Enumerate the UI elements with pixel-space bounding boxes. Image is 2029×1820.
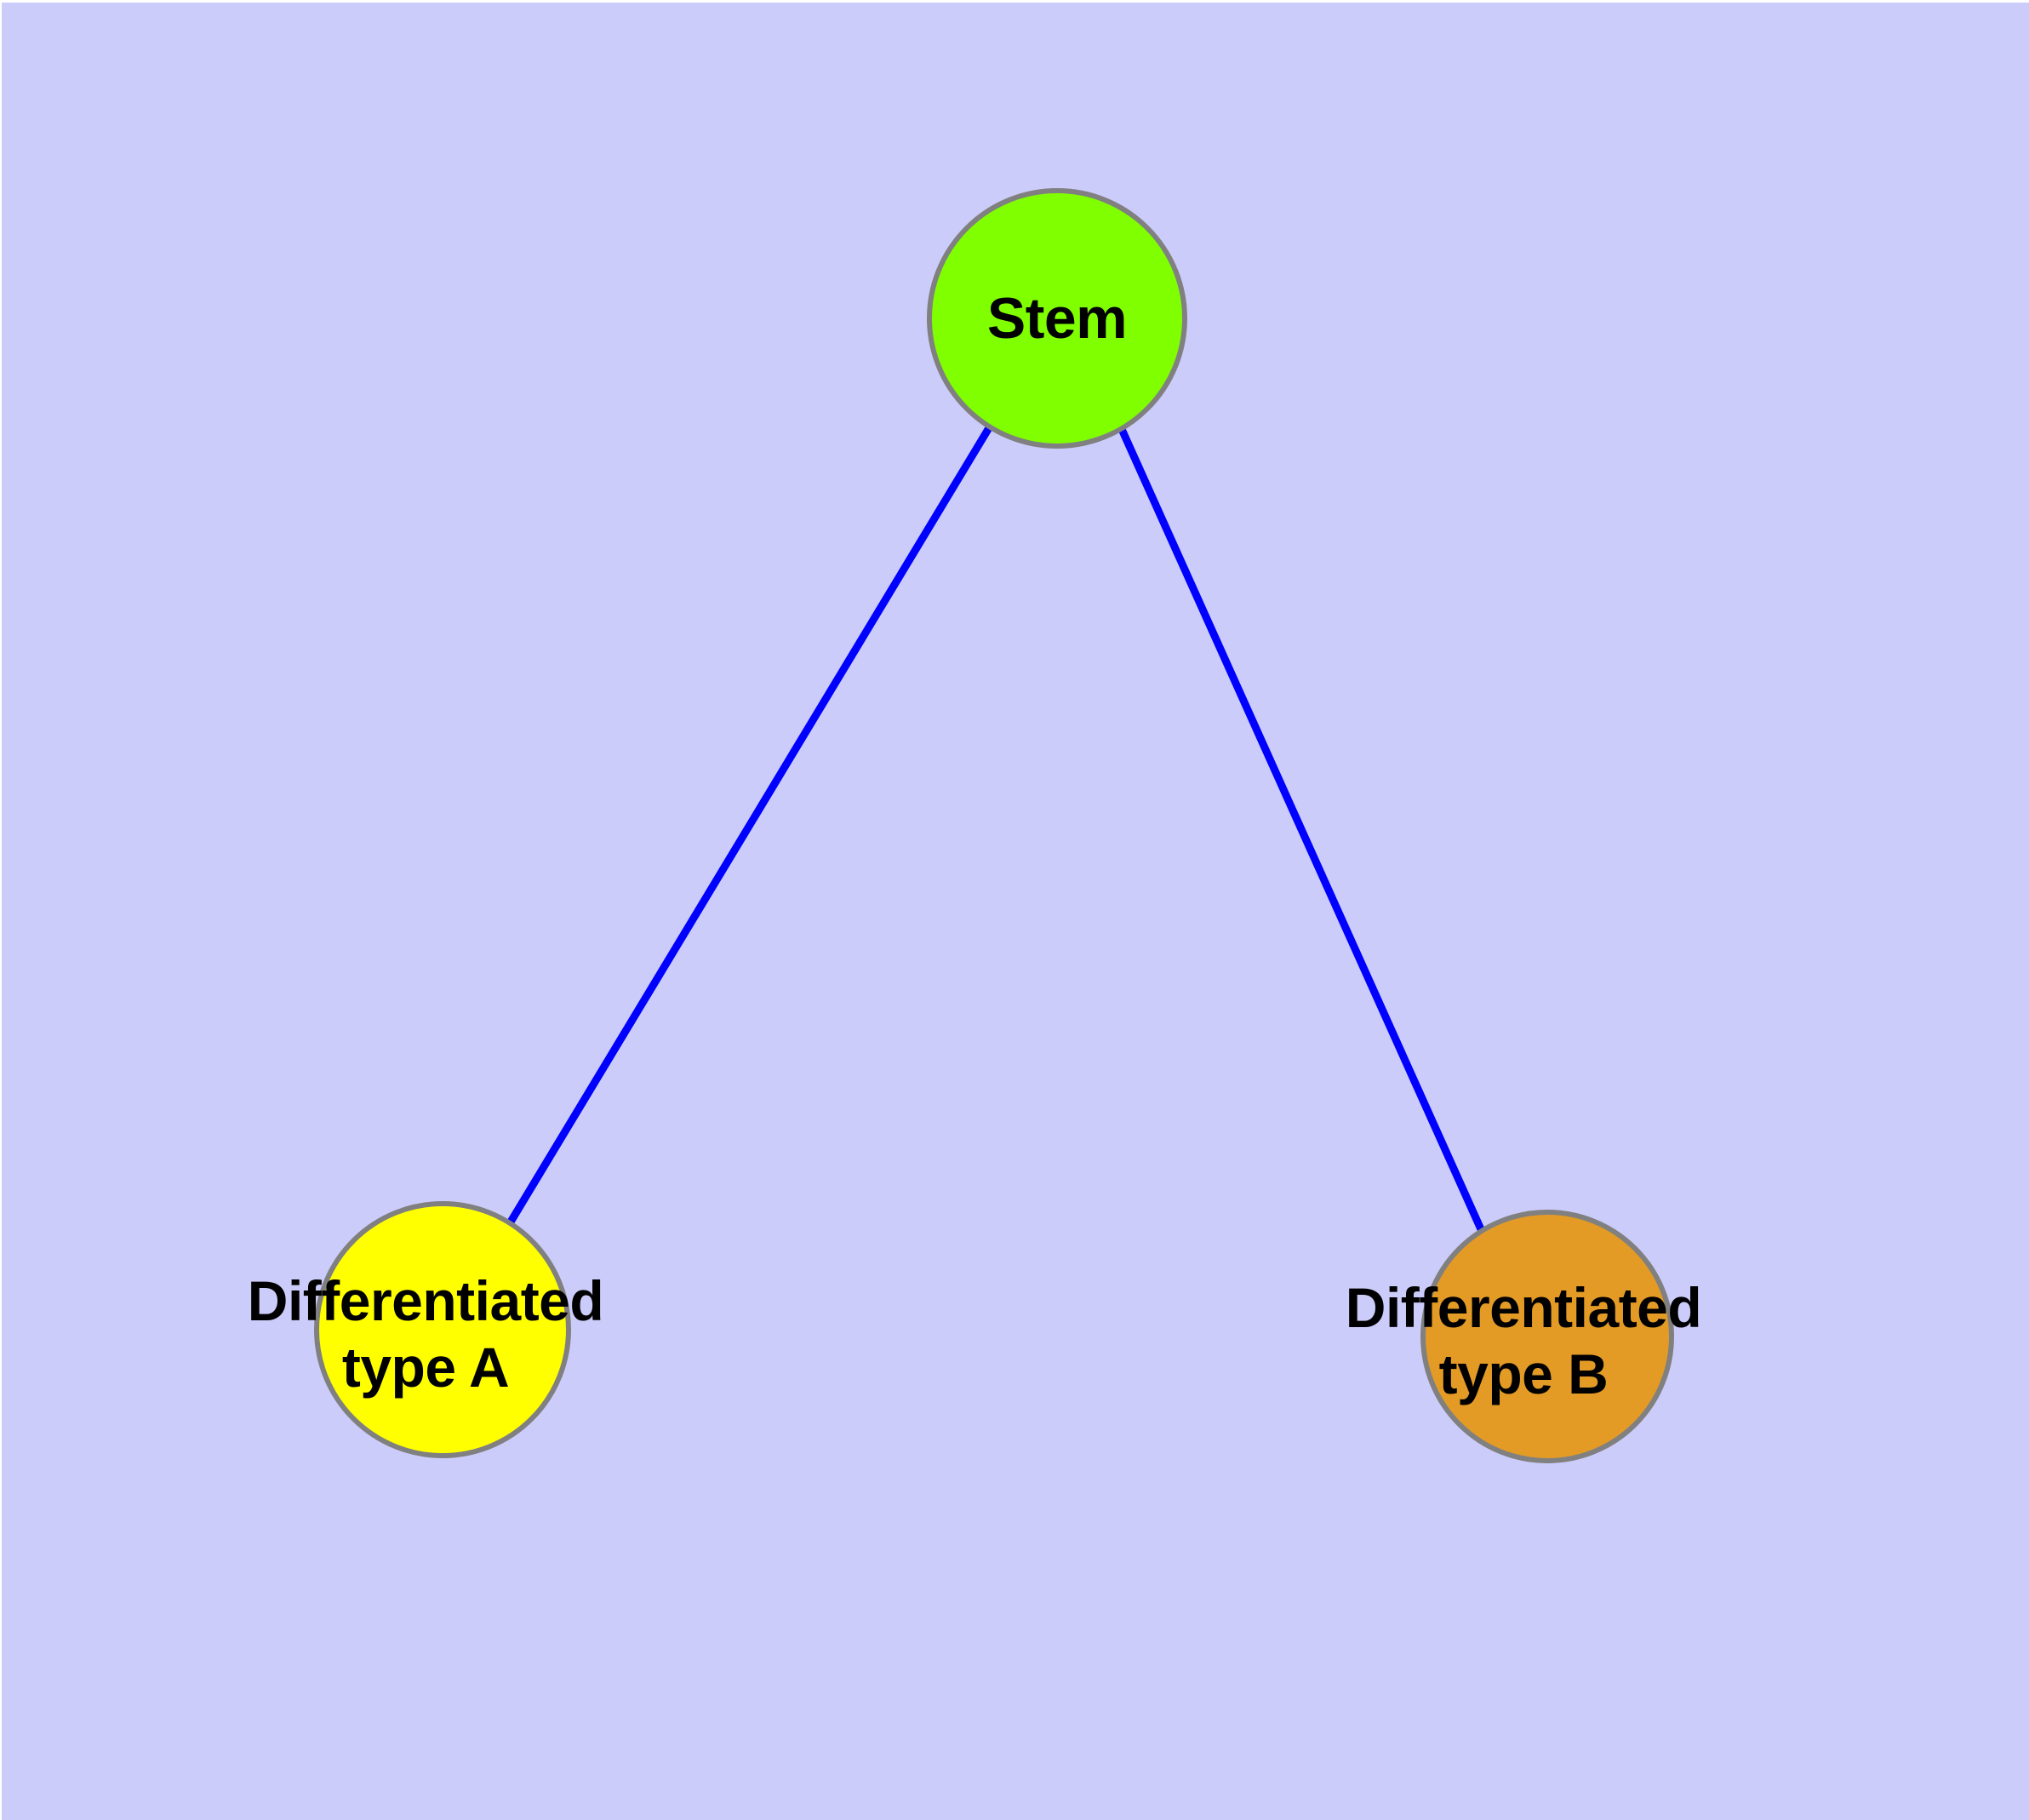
node-differentiated-type-b[interactable]	[1420, 1210, 1674, 1463]
edge-stem-to-differentiated-type-b[interactable]	[1117, 426, 1485, 1231]
edge-layer	[506, 424, 1485, 1231]
edge-stem-to-differentiated-type-a[interactable]	[506, 424, 993, 1226]
node-stem[interactable]	[927, 188, 1187, 449]
node-differentiated-type-a[interactable]	[314, 1201, 571, 1458]
node-layer	[314, 188, 1674, 1463]
